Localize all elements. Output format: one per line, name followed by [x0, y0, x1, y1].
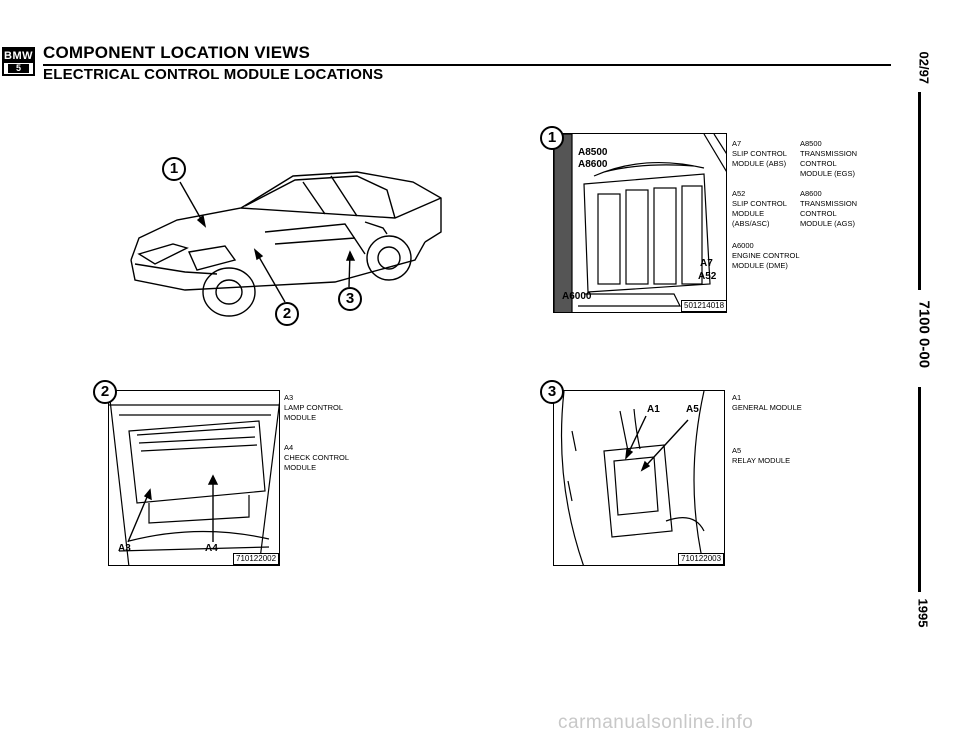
bmw-5-series-logo: BMW 5 — [2, 47, 35, 76]
fig2-number: 2 — [93, 380, 117, 404]
page-title: COMPONENT LOCATION VIEWS — [43, 43, 311, 62]
fig1-code: 501214018 — [681, 300, 728, 312]
fig2-photo — [108, 390, 280, 566]
car-callout-2: 2 — [275, 302, 299, 326]
fig1-comp-a8600: A8600 — [578, 159, 608, 170]
watermark: carmanualsonline.info — [558, 712, 754, 733]
fig2-comp-a3: A3 — [118, 543, 131, 554]
fig1-comp-a7: A7 — [700, 258, 713, 269]
fig3-legend-a5: A5 RELAY MODULE — [732, 446, 791, 465]
fig1-legend-a8500: A8500 TRANSMISSION CONTROL MODULE (EGS) — [800, 139, 858, 178]
page-subtitle: ELECTRICAL CONTROL MODULE LOCATIONS — [43, 66, 384, 83]
logo-series: 5 — [7, 64, 29, 73]
fig2-comp-a4: A4 — [205, 543, 218, 554]
logo-brand: BMW — [4, 49, 33, 63]
fig2-code: 710122002 — [233, 553, 280, 565]
fig1-comp-a6000: A6000 — [562, 291, 592, 302]
side-rule-1 — [918, 92, 921, 290]
fig1-legend-a7: A7 SLIP CONTROL MODULE (ABS) — [732, 139, 787, 168]
fig3-comp-a1: A1 — [647, 404, 660, 415]
fig1-legend-a6000: A6000 ENGINE CONTROL MODULE (DME) — [732, 241, 800, 270]
fig1-comp-a8500: A8500 — [578, 147, 608, 158]
fig3-code: 710122003 — [678, 553, 725, 565]
fig3-photo — [553, 390, 725, 566]
fig2-legend-a3: A3 LAMP CONTROL MODULE — [284, 393, 344, 422]
side-rule-2 — [918, 387, 921, 592]
fig3-comp-a5: A5 — [686, 404, 699, 415]
fig1-legend-a52: A52 SLIP CONTROL MODULE (ABS/ASC) — [732, 189, 787, 228]
fig1-number: 1 — [540, 126, 564, 150]
fig1-comp-a52: A52 — [698, 271, 717, 282]
fig3-legend-a1: A1 GENERAL MODULE — [732, 393, 802, 412]
car-callout-1: 1 — [162, 157, 186, 181]
fig2-legend-a4: A4 CHECK CONTROL MODULE — [284, 443, 350, 472]
header-rule — [43, 64, 891, 66]
fig1-legend-a8600: A8600 TRANSMISSION CONTROL MODULE (AGS) — [800, 189, 858, 228]
fig3-number: 3 — [540, 380, 564, 404]
car-illustration — [125, 168, 445, 318]
fig1-photo — [553, 133, 727, 313]
car-callout-3: 3 — [338, 287, 362, 311]
